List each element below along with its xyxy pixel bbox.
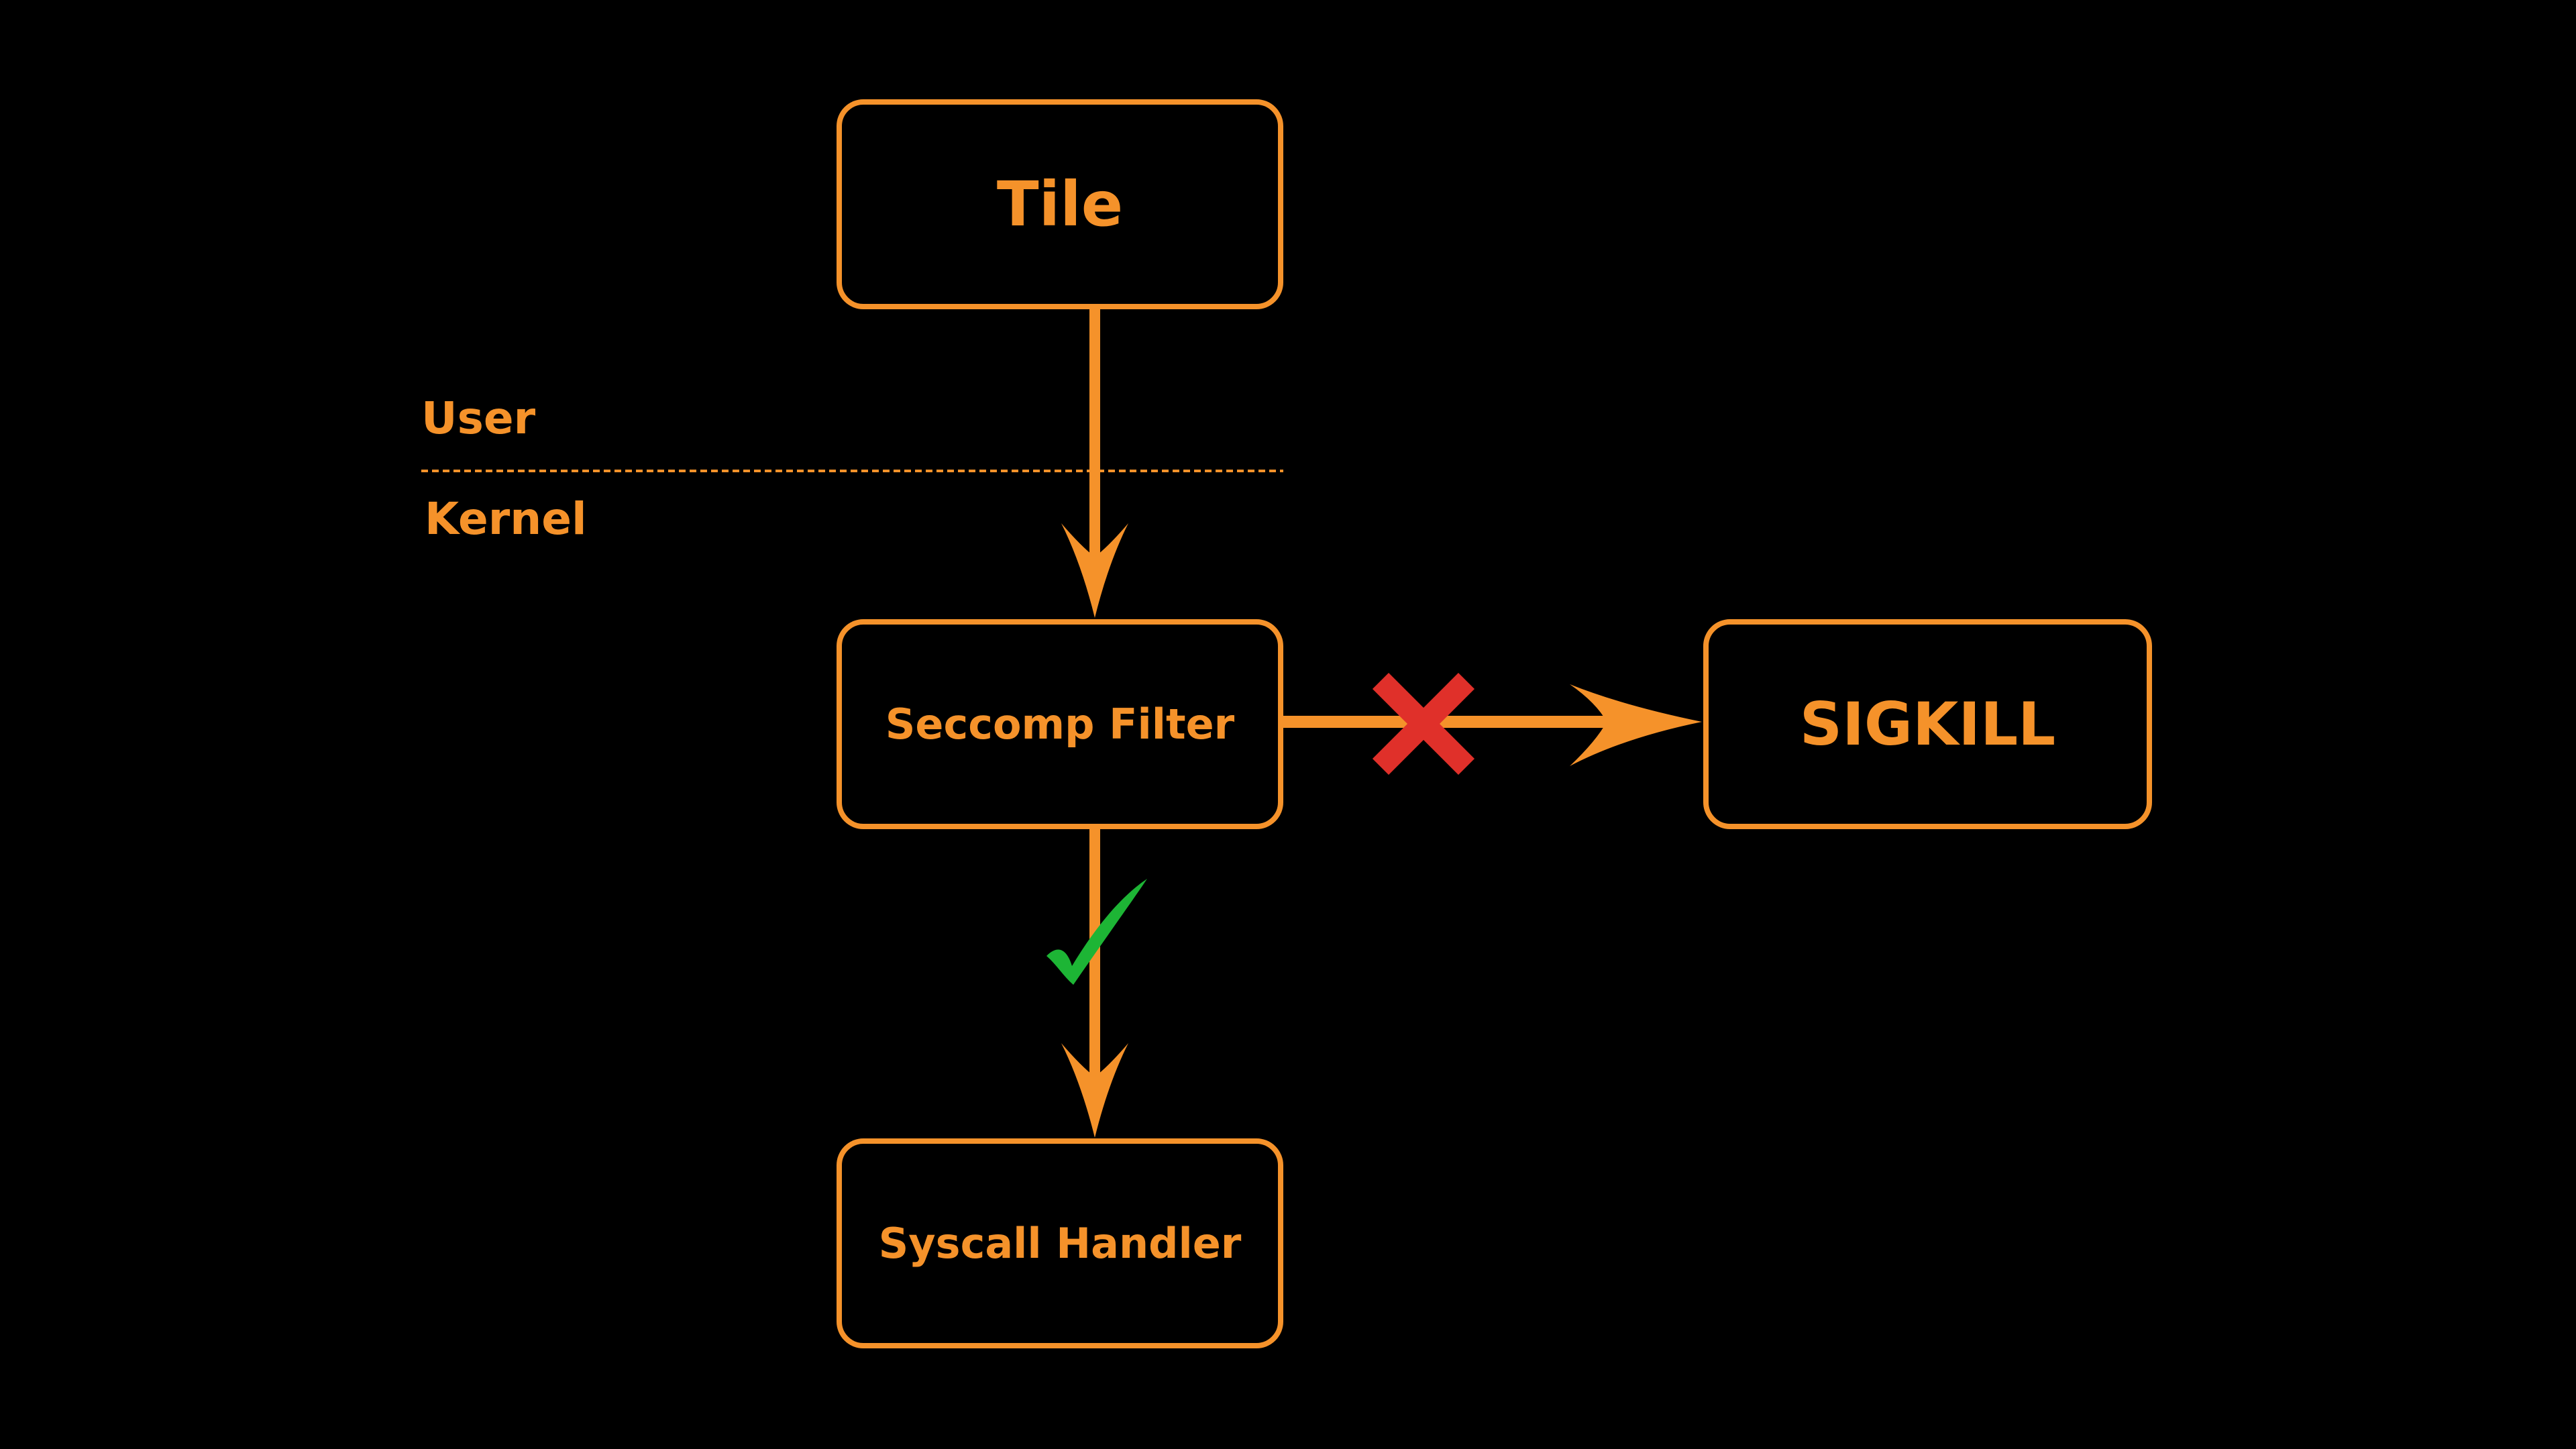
seccomp-filter-node-label: Seccomp Filter [885, 700, 1235, 749]
sigkill-node-label: SIGKILL [1799, 690, 2056, 759]
seccomp-filter-node: Seccomp Filter [837, 619, 1283, 829]
arrowhead-tile-to-seccomp [1061, 523, 1128, 618]
arrowhead-seccomp-to-syscall [1061, 1043, 1128, 1138]
user-zone-label: User [421, 392, 536, 444]
syscall-handler-node-label: Syscall Handler [878, 1219, 1242, 1268]
kernel-zone-label: Kernel [425, 493, 587, 545]
arrowhead-seccomp-to-sigkill [1570, 684, 1702, 766]
syscall-handler-node: Syscall Handler [837, 1138, 1283, 1348]
allowed-check-icon [1046, 879, 1147, 985]
tile-node: Tile [837, 99, 1283, 309]
tile-node-label: Tile [996, 168, 1124, 240]
blocked-cross-icon [1372, 672, 1475, 775]
sigkill-node: SIGKILL [1703, 619, 2152, 829]
